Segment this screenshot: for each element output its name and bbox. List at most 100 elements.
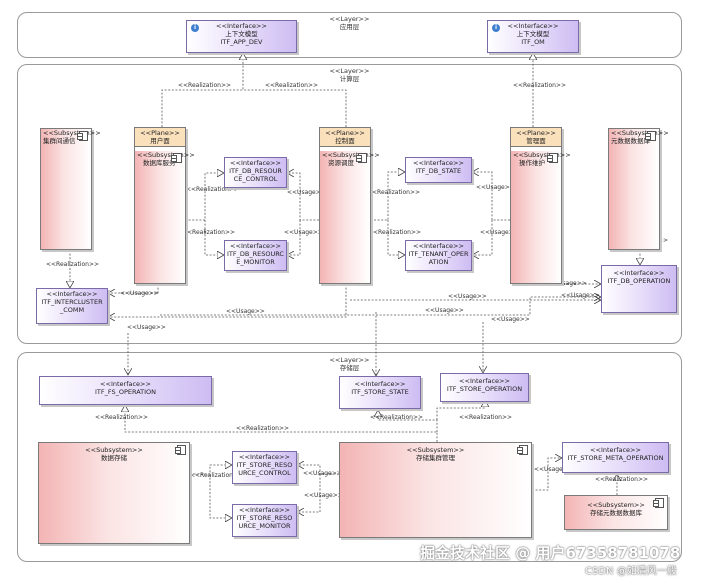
info-circle-icon: i: [191, 24, 199, 32]
realization-datastore-to-monitor: [209, 474, 232, 518]
plane-stereotype: <<Plane>>: [140, 129, 180, 137]
interface-line: _COMM: [59, 306, 85, 314]
label-usage-12: <<Usage>>: [127, 324, 166, 331]
intercluster-subsystem[interactable]: <<Subsystem>> 集群间通信: [40, 128, 101, 250]
subsystem-stereotype: <<Subsystem>>: [513, 151, 571, 159]
storage-layer-stereotype: <<Layer>>: [329, 356, 370, 364]
interface-line: ITF_STORE_RESO: [236, 514, 293, 522]
interface-stereotype: <<Interface>>: [590, 446, 641, 454]
plane-name: 管理面: [526, 137, 546, 145]
interface-stereotype: <<Interface>>: [354, 380, 406, 388]
label-realization-8: <<Realization>>: [46, 261, 100, 268]
plane-stereotype: <<Plane>>: [516, 129, 556, 137]
itf-app-dev-interface[interactable]: i <<Interface>> 上下文模型 ITF_APP_DEV: [186, 20, 297, 53]
storage-layer-name: 存储层: [339, 364, 360, 372]
component-icon: [653, 498, 664, 508]
interface-line: ITF_STORE_OPERATION: [446, 385, 523, 393]
label-realization-12: <<Realization>>: [459, 414, 513, 421]
realization-user-to-app-dev: [161, 53, 243, 127]
interface-line: ITF_DB_RESOUR: [229, 167, 282, 175]
label-usage-14: <<Usage>>: [304, 492, 343, 499]
interface-stereotype: <<Interface>>: [230, 159, 281, 167]
realization-control-to-db-state: [374, 172, 405, 221]
store-metadata-subsystem[interactable]: <<Subsystem>> 存储元数据数据库: [564, 495, 668, 530]
data-store-subsystem[interactable]: <<Subsystem>> 数据存储: [38, 442, 190, 544]
component-icon: [356, 153, 367, 163]
subsystem-name: 数据库服务: [143, 159, 176, 167]
itf-store-resource-monitor-interface[interactable]: <<Interface>> ITF_STORE_RESO URCE_MONITO…: [232, 504, 297, 537]
itf-db-state-interface[interactable]: <<Interface>> ITF_DB_STATE: [405, 157, 472, 183]
itf-store-resource-control-interface[interactable]: <<Interface>> ITF_STORE_RESO URCE_CONTRO…: [232, 451, 297, 484]
interface-stereotype: <<Interface>>: [413, 159, 464, 167]
subsystem-stereotype: <<Subsystem>>: [322, 151, 380, 159]
label-usage-9: <<Usage>>: [226, 308, 265, 315]
component-icon: [175, 445, 186, 455]
label-realization-6: <<Realization>>: [367, 189, 421, 196]
itf-intercluster-comm-interface[interactable]: <<Interface>> ITF_INTERCLUSTER _COMM: [36, 288, 108, 324]
label-usage-5: <<Usage>>: [120, 290, 159, 297]
label-usage-8: <<Usage>>: [561, 292, 600, 299]
app-layer-stereotype: <<Layer>>: [329, 15, 370, 23]
interface-stereotype: <<Interface>>: [216, 22, 267, 30]
itf-store-operation-interface[interactable]: <<Interface>> ITF_STORE_OPERATION: [440, 373, 529, 402]
info-circle-icon: i: [492, 24, 500, 32]
manage-plane[interactable]: <<Plane>>管理面 <<Subsystem>> 操作维护: [510, 127, 571, 284]
realization-store-cluster-to-store-state: [378, 410, 438, 432]
label-usage-3: <<Usage>>: [476, 184, 515, 191]
label-realization-15: <<Realization>>: [595, 476, 649, 483]
watermark-sub: CSDN @如清风一般: [585, 566, 677, 577]
usage-cluster-to-store-meta: [532, 458, 562, 491]
usage-cluster-to-store-control: [297, 465, 339, 475]
interface-stereotype: <<Interface>>: [239, 506, 290, 514]
itf-db-operation-interface[interactable]: <<Interface>> ITF_DB_OPERATION: [601, 265, 677, 313]
interface-line: ITF_STORE_META_OPERATION: [567, 454, 664, 462]
usage-user-to-intercluster: [108, 284, 159, 293]
plane-name: 用户面: [150, 137, 170, 145]
interface-stereotype: <<Interface>>: [613, 269, 665, 277]
label-realization-1: <<Realization>>: [178, 82, 232, 89]
itf-om-interface[interactable]: i <<Interface>> 上下文模型 ITF_OM: [487, 20, 579, 53]
metadb-subsystem[interactable]: <<Subsystem>> 元数据数据库: [608, 128, 669, 250]
itf-db-resource-monitor-interface[interactable]: <<Interface>> ITF_DB_RESOURC E_MONITOR: [224, 240, 287, 271]
plane-stereotype: <<Plane>>: [325, 129, 365, 137]
usage-cluster-to-store-monitor: [297, 474, 321, 512]
usage-control-to-db-resource-control: [287, 173, 319, 221]
interface-line: ITF_STORE_RESO: [236, 461, 293, 469]
component-icon: [645, 131, 656, 141]
interface-line: ITF_OM: [521, 38, 545, 46]
user-plane[interactable]: <<Plane>>用户面 <<Subsystem>> 数据库服务: [134, 127, 195, 284]
interface-stereotype: <<Interface>>: [459, 377, 510, 385]
usage-user-to-db-operation: [160, 297, 601, 316]
interface-stereotype: <<Interface>>: [413, 242, 464, 250]
subsystem-stereotype: <<Subsystem>>: [137, 151, 195, 159]
interface-line: URCE_MONITOR: [238, 522, 291, 530]
subsystem-stereotype: <<Subsystem>>: [611, 129, 669, 137]
itf-db-resource-control-interface[interactable]: <<Interface>> ITF_DB_RESOUR CE_CONTROL: [224, 157, 287, 188]
interface-line: ITF_STORE_STATE: [351, 388, 409, 396]
subsystem-stereotype: <<Subsystem>>: [587, 501, 645, 509]
label-usage-11: <<Usage>>: [491, 316, 530, 323]
label-usage-15: <<Usage>>: [534, 466, 573, 473]
interface-line: ITF_APP_DEV: [220, 38, 263, 46]
control-plane[interactable]: <<Plane>>控制面 <<Subsystem>> 资源调度: [319, 127, 380, 284]
itf-store-meta-operation-interface[interactable]: <<Interface>> ITF_STORE_META_OPERATION: [562, 442, 669, 473]
subsystem-stereotype: <<Subsystem>>: [43, 129, 101, 137]
subsystem-name: 集群间通信: [43, 137, 76, 145]
realization-user-to-db-resource-control: [185, 173, 224, 221]
store-cluster-management-subsystem[interactable]: <<Subsystem>> 存储集群管理: [339, 442, 532, 538]
realization-store-cluster-to-store-op: [436, 400, 485, 420]
itf-fs-operation-interface[interactable]: <<Interface>> ITF_FS_OPERATION: [39, 376, 212, 405]
interface-line: ITF_TENANT_OPER: [408, 250, 469, 258]
interface-line: ITF_FS_OPERATION: [94, 388, 157, 396]
itf-store-state-interface[interactable]: <<Interface>> ITF_STORE_STATE: [339, 376, 421, 409]
interface-stereotype: <<Interface>>: [230, 242, 281, 250]
usage-control-to-db-resource-monitor: [287, 220, 301, 255]
label-realization-14: <<Realization>>: [190, 472, 244, 479]
subsystem-name: 元数据数据库: [611, 137, 650, 145]
component-icon: [77, 131, 88, 141]
manage-plane-subsystem: <<Subsystem>> 操作维护: [511, 151, 571, 283]
itf-tenant-operation-interface[interactable]: <<Interface>> ITF_TENANT_OPER ATION: [405, 240, 472, 271]
subsystem-stereotype: <<Subsystem>>: [85, 446, 143, 454]
plane-name: 控制面: [335, 137, 355, 145]
